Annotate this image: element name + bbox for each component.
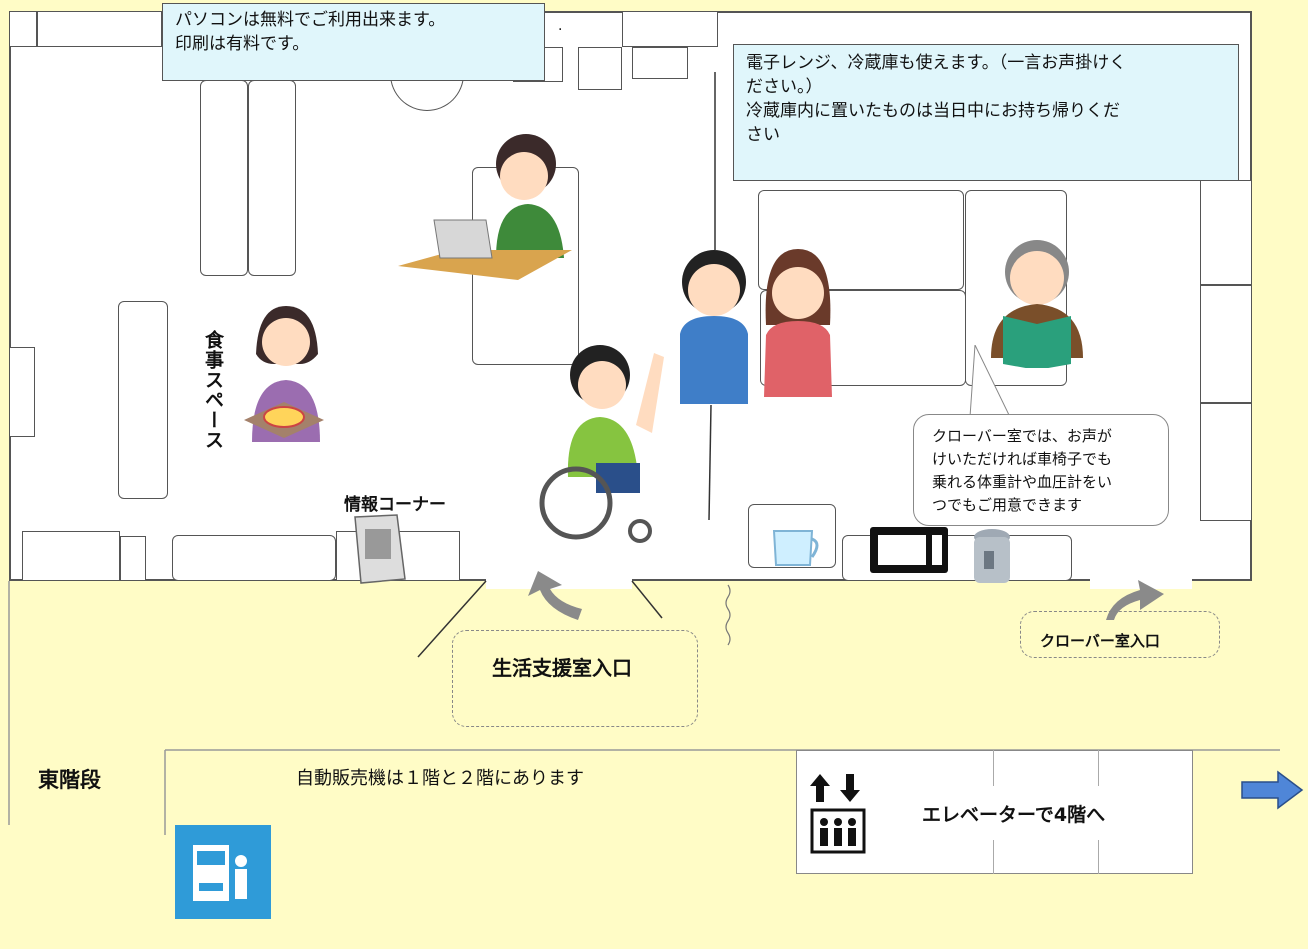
cabinet-top-left <box>9 11 37 47</box>
right-cabinet-2 <box>1200 285 1252 403</box>
dining-table <box>118 301 168 499</box>
left-wall-shelf <box>9 347 35 437</box>
table-left-a <box>200 80 248 276</box>
seikatsu-door-gap <box>486 577 632 589</box>
cabinet-top-left-2 <box>37 11 162 47</box>
dot-mark: . <box>558 18 563 34</box>
microwave-icon <box>870 527 948 573</box>
person-dining-icon <box>244 306 324 442</box>
right-cabinet-1 <box>1200 180 1252 285</box>
east-stairs-label: 東階段 <box>38 768 101 792</box>
elevator-divider-1 <box>993 750 994 786</box>
pc-note-line-2: 印刷は有料です。 <box>175 34 310 54</box>
arrow-right-icon <box>1241 770 1304 810</box>
clover-entrance-box <box>1020 611 1220 658</box>
seikatsu-entrance-box <box>452 630 698 727</box>
person-man-standing-icon <box>680 250 748 404</box>
electric-kettle-icon <box>974 529 1010 583</box>
elevator-divider-4 <box>1098 840 1099 874</box>
vending-info-text: 自動販売機は１階と２階にあります <box>296 768 584 789</box>
clover-bubble-line-3: 乗れる体重計や血圧計をい <box>932 473 1113 491</box>
person-woman-standing-icon <box>764 249 832 397</box>
info-corner-label: 情報コーナー <box>344 495 446 515</box>
bottom-cabinet-2 <box>120 536 146 581</box>
microwave-note: 電子レンジ、冷蔵庫も使えます。（一言お声掛けく ださい。） 冷蔵庫内に置いたもの… <box>733 44 1239 181</box>
dining-space-label: 食事スペース <box>202 330 224 450</box>
cabinet-top-mid-2 <box>578 47 622 90</box>
person-laptop-icon <box>398 134 572 280</box>
elevator-label: エレベーターで4階へ <box>922 804 1106 826</box>
elevator-divider-3 <box>993 840 994 874</box>
microwave-note-line-2: ださい。） <box>746 77 823 97</box>
pc-note-line-1: パソコンは無料でご利用出来ます。 <box>175 10 446 30</box>
cabinet-top-mid-3 <box>622 11 718 47</box>
table-left-b <box>248 80 296 276</box>
pc-note: パソコンは無料でご利用出来ます。 印刷は有料です。 <box>162 3 545 81</box>
cabinet-top-mid-4 <box>632 47 688 79</box>
seikatsu-entrance-label: 生活支援室入口 <box>492 656 632 680</box>
elevator-icon <box>810 774 866 854</box>
water-pitcher-icon <box>772 530 819 566</box>
clover-bubble-line-2: けいただければ車椅子でも <box>932 450 1113 468</box>
clover-info-bubble: クローバー室では、お声が けいただければ車椅子でも 乗れる体重計や血圧計をい つ… <box>913 414 1169 526</box>
bottom-cabinet-3 <box>172 535 336 581</box>
person-wheelchair-icon <box>539 345 664 543</box>
clover-entrance-label: クローバー室入口 <box>1040 632 1160 650</box>
vending-machine-icon <box>175 825 271 919</box>
microwave-note-line-4: さい <box>746 125 780 145</box>
right-cabinet-3 <box>1200 403 1252 521</box>
person-elder-reading-icon <box>991 240 1083 368</box>
clover-bubble-line-4: つでもご用意できます <box>932 496 1083 514</box>
elevator-divider-2 <box>1098 750 1099 786</box>
microwave-note-line-3: 冷蔵庫内に置いたものは当日中にお持ち帰りくだ <box>746 101 1120 121</box>
bottom-cabinet-1 <box>22 531 120 581</box>
clover-bubble-line-1: クローバー室では、お声が <box>932 427 1112 445</box>
microwave-note-line-1: 電子レンジ、冷蔵庫も使えます。（一言お声掛けく <box>746 53 1127 73</box>
newspaper-icon <box>354 514 406 584</box>
